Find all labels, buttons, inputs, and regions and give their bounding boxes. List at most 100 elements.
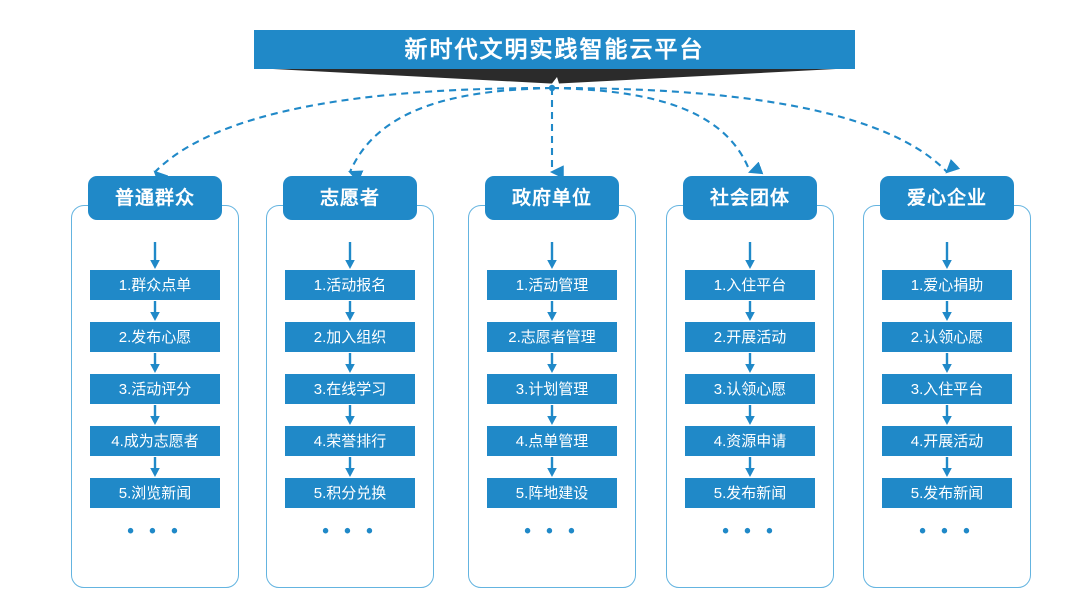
list-item[interactable]: 2.开展活动: [685, 322, 815, 352]
page-title: 新时代文明实践智能云平台: [404, 36, 705, 62]
column-header-1[interactable]: 普通群众: [88, 176, 222, 220]
list-item[interactable]: 2.发布心愿: [90, 322, 220, 352]
more-items-ellipsis: • • •: [722, 521, 778, 542]
list-item[interactable]: 4.资源申请: [685, 426, 815, 456]
column-header-label: 政府单位: [511, 187, 592, 209]
item-label: 4.荣誉排行: [313, 432, 387, 450]
list-item[interactable]: 2.志愿者管理: [487, 322, 617, 352]
step-arrow-icon: [942, 301, 952, 321]
step-arrow-icon: [745, 457, 755, 477]
role-column-3[interactable]: 政府单位 1.活动管理 2.志愿者管理 3.计划管理 4.点单管理 5.阵地建设…: [468, 176, 636, 588]
step-arrow-icon: [547, 353, 557, 373]
column-header-2[interactable]: 志愿者: [283, 176, 417, 220]
column-items-5: 1.爱心捐助 2.认领心愿 3.入住平台 4.开展活动 5.发布新闻 • • •: [864, 270, 1030, 541]
item-label: 4.成为志愿者: [111, 432, 199, 450]
item-label: 5.积分兑换: [313, 484, 387, 502]
column-header-5[interactable]: 爱心企业: [880, 176, 1014, 220]
column-items-1: 1.群众点单 2.发布心愿 3.活动评分 4.成为志愿者 5.浏览新闻 • • …: [72, 270, 238, 541]
item-label: 2.发布心愿: [118, 328, 192, 346]
platform-title-banner: 新时代文明实践智能云平台: [254, 30, 855, 69]
step-arrow-icon: [150, 405, 160, 425]
step-arrow-icon: [745, 353, 755, 373]
title-shadow-triangle: [254, 68, 855, 84]
item-label: 4.开展活动: [910, 432, 984, 450]
column-items-4: 1.入住平台 2.开展活动 3.认领心愿 4.资源申请 5.发布新闻 • • •: [667, 270, 833, 541]
list-item[interactable]: 3.活动评分: [90, 374, 220, 404]
list-item[interactable]: 3.入住平台: [882, 374, 1012, 404]
step-arrow-icon: [745, 301, 755, 321]
list-item[interactable]: 1.入住平台: [685, 270, 815, 300]
list-item[interactable]: 4.开展活动: [882, 426, 1012, 456]
item-label: 1.爱心捐助: [910, 276, 984, 294]
step-arrow-icon: [547, 457, 557, 477]
column-header-label: 爱心企业: [906, 187, 987, 209]
item-label: 1.活动报名: [313, 276, 387, 294]
list-item[interactable]: 1.爱心捐助: [882, 270, 1012, 300]
list-item[interactable]: 1.活动管理: [487, 270, 617, 300]
item-label: 2.加入组织: [313, 328, 387, 346]
list-item[interactable]: 1.活动报名: [285, 270, 415, 300]
step-arrow-icon: [345, 405, 355, 425]
role-column-1[interactable]: 普通群众 1.群众点单 2.发布心愿 3.活动评分 4.成为志愿者 5.浏览新闻…: [71, 176, 239, 588]
list-item[interactable]: 2.加入组织: [285, 322, 415, 352]
item-label: 4.资源申请: [713, 432, 787, 450]
role-column-2[interactable]: 志愿者 1.活动报名 2.加入组织 3.在线学习 4.荣誉排行 5.积分兑换 •…: [266, 176, 434, 588]
item-label: 2.开展活动: [713, 328, 787, 346]
step-arrow-icon: [745, 405, 755, 425]
list-item[interactable]: 4.成为志愿者: [90, 426, 220, 456]
list-item[interactable]: 3.在线学习: [285, 374, 415, 404]
list-item[interactable]: 5.阵地建设: [487, 478, 617, 508]
more-items-ellipsis: • • •: [524, 521, 580, 542]
item-label: 3.入住平台: [910, 380, 984, 398]
list-item[interactable]: 4.点单管理: [487, 426, 617, 456]
step-arrow-icon: [345, 301, 355, 321]
list-item[interactable]: 5.发布新闻: [685, 478, 815, 508]
item-label: 2.志愿者管理: [508, 328, 596, 346]
column-header-4[interactable]: 社会团体: [683, 176, 817, 220]
hub-node: [548, 84, 556, 92]
list-item[interactable]: 3.认领心愿: [685, 374, 815, 404]
list-item[interactable]: 3.计划管理: [487, 374, 617, 404]
item-label: 1.活动管理: [515, 276, 589, 294]
item-label: 5.发布新闻: [910, 484, 984, 502]
column-header-label: 志愿者: [319, 187, 380, 209]
list-item[interactable]: 4.荣誉排行: [285, 426, 415, 456]
column-items-3: 1.活动管理 2.志愿者管理 3.计划管理 4.点单管理 5.阵地建设 • • …: [469, 270, 635, 541]
item-label: 5.发布新闻: [713, 484, 787, 502]
step-arrow-icon: [942, 405, 952, 425]
header-to-item-arrow: [745, 242, 755, 269]
item-label: 3.认领心愿: [713, 380, 787, 398]
role-column-4[interactable]: 社会团体 1.入住平台 2.开展活动 3.认领心愿 4.资源申请 5.发布新闻 …: [666, 176, 834, 588]
list-item[interactable]: 1.群众点单: [90, 270, 220, 300]
header-to-item-arrow: [345, 242, 355, 269]
step-arrow-icon: [942, 353, 952, 373]
more-items-ellipsis: • • •: [322, 521, 378, 542]
column-header-label: 社会团体: [709, 187, 790, 209]
step-arrow-icon: [150, 301, 160, 321]
item-label: 4.点单管理: [515, 432, 589, 450]
column-items-2: 1.活动报名 2.加入组织 3.在线学习 4.荣誉排行 5.积分兑换 • • •: [267, 270, 433, 541]
step-arrow-icon: [150, 353, 160, 373]
header-to-item-arrow: [150, 242, 160, 269]
step-arrow-icon: [345, 353, 355, 373]
list-item[interactable]: 5.发布新闻: [882, 478, 1012, 508]
header-to-item-arrow: [942, 242, 952, 269]
column-header-3[interactable]: 政府单位: [485, 176, 619, 220]
arrow-to-column-5: [551, 86, 961, 174]
more-items-ellipsis: • • •: [127, 521, 183, 542]
item-label: 1.入住平台: [713, 276, 787, 294]
list-item[interactable]: 5.积分兑换: [285, 478, 415, 508]
step-arrow-icon: [942, 457, 952, 477]
item-label: 1.群众点单: [118, 276, 192, 294]
step-arrow-icon: [547, 405, 557, 425]
step-arrow-icon: [150, 457, 160, 477]
list-item[interactable]: 2.认领心愿: [882, 322, 1012, 352]
list-item[interactable]: 5.浏览新闻: [90, 478, 220, 508]
role-column-5[interactable]: 爱心企业 1.爱心捐助 2.认领心愿 3.入住平台 4.开展活动 5.发布新闻 …: [863, 176, 1031, 588]
item-label: 5.浏览新闻: [118, 484, 192, 502]
step-arrow-icon: [345, 457, 355, 477]
column-header-label: 普通群众: [114, 187, 195, 209]
arrow-to-column-2: [348, 86, 553, 183]
